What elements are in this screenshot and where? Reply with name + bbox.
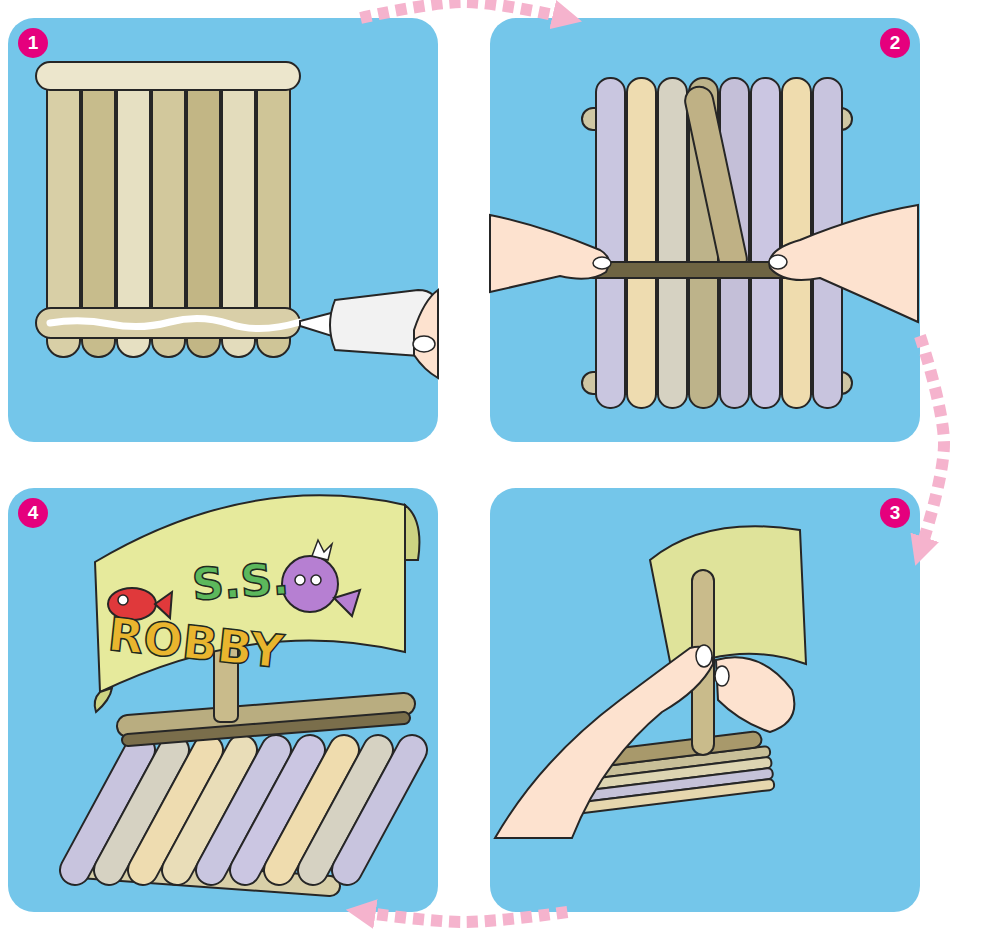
- craft-stick: [542, 768, 774, 807]
- glue-nozzle: [300, 312, 335, 337]
- craft-stick-outline: [347, 750, 412, 870]
- cross-stick: [582, 372, 852, 394]
- craft-stick: [720, 78, 749, 408]
- cross-stick: [36, 308, 300, 338]
- sail: [650, 526, 806, 672]
- cross-stick-outline: [128, 718, 404, 740]
- craft-stick: [347, 750, 412, 870]
- craft-stick-outline: [109, 750, 174, 870]
- craft-stick: [543, 779, 775, 818]
- craft-stick-outline: [211, 750, 276, 870]
- step-panel: 1: [8, 18, 438, 442]
- cross-stick: [36, 62, 300, 90]
- whale-tail: [334, 590, 360, 616]
- sail-curl: [405, 505, 419, 560]
- craft-stick: [117, 72, 150, 357]
- craft-stick: [177, 750, 242, 870]
- fingernail: [413, 336, 435, 352]
- craft-stick: [279, 750, 344, 870]
- cross-stick: [128, 718, 404, 740]
- fingernail: [769, 255, 787, 269]
- whale-eye: [311, 575, 321, 585]
- finished-raft: [75, 704, 412, 886]
- cross-stick: [582, 108, 852, 130]
- raft-side-view: [537, 730, 775, 818]
- cross-stick-outline: [128, 704, 404, 726]
- mast-stick: [692, 570, 714, 755]
- hand: [769, 205, 918, 322]
- craft-stick-outline: [279, 750, 344, 870]
- hand: [490, 215, 609, 292]
- craft-stick: [152, 72, 185, 357]
- step-panel: 4: [8, 488, 438, 912]
- hand: [414, 290, 438, 378]
- craft-stick: [313, 750, 378, 870]
- craft-stick: [47, 72, 80, 357]
- cross-stick: [80, 868, 330, 886]
- craft-stick: [751, 78, 780, 408]
- hand: [495, 647, 713, 838]
- cross-stick: [128, 704, 404, 726]
- craft-stick-outline: [245, 750, 310, 870]
- fish-sticker: [108, 588, 156, 620]
- step-panel: 3: [490, 488, 920, 912]
- craft-stick: [75, 750, 140, 870]
- dashed-step-arrow: [361, 2, 568, 18]
- glue-bottle: [330, 290, 438, 356]
- fingernail: [696, 645, 712, 667]
- craft-stick: [540, 757, 772, 796]
- craft-stick: [245, 750, 310, 870]
- mast-stick: [214, 630, 238, 722]
- mast-stick: [683, 84, 750, 276]
- craft-stick: [143, 750, 208, 870]
- whale-eye: [295, 575, 305, 585]
- step-number: 1: [18, 28, 48, 58]
- craft-stick: [782, 78, 811, 408]
- hand: [716, 657, 794, 732]
- step-number: 3: [880, 498, 910, 528]
- raft-top-view: [36, 62, 300, 357]
- sail-curl: [95, 688, 112, 712]
- craft-stick-outline: [143, 750, 208, 870]
- craft-stick: [689, 78, 718, 408]
- craft-stick: [211, 750, 276, 870]
- craft-stick: [222, 72, 255, 357]
- cross-stick: [585, 262, 847, 278]
- craft-stick: [813, 78, 842, 408]
- fish-tail: [155, 592, 172, 618]
- step-panel: 2: [490, 18, 920, 442]
- cross-stick-outline: [80, 868, 330, 886]
- dashed-step-arrow: [920, 336, 944, 552]
- craft-stick-outline: [313, 750, 378, 870]
- craft-stick-outline: [177, 750, 242, 870]
- whale-spout: [312, 540, 332, 560]
- craft-stick: [539, 746, 771, 785]
- craft-stick: [82, 72, 115, 357]
- step-number: 2: [880, 28, 910, 58]
- craft-stick: [627, 78, 656, 408]
- craft-stick: [257, 72, 290, 357]
- step-number: 4: [18, 498, 48, 528]
- craft-stick: [658, 78, 687, 408]
- raft-top-view: [582, 78, 852, 408]
- craft-stick-outline: [75, 750, 140, 870]
- craft-stick: [596, 78, 625, 408]
- fingernail: [593, 257, 611, 269]
- fish-eye: [118, 595, 128, 605]
- craft-stick: [109, 750, 174, 870]
- fingernail: [715, 666, 729, 686]
- dashed-step-arrow: [361, 912, 568, 922]
- craft-stick: [187, 72, 220, 357]
- sail: [95, 495, 405, 692]
- whale-sticker: [282, 556, 338, 612]
- cross-stick: [582, 731, 763, 769]
- glue-line: [50, 318, 300, 328]
